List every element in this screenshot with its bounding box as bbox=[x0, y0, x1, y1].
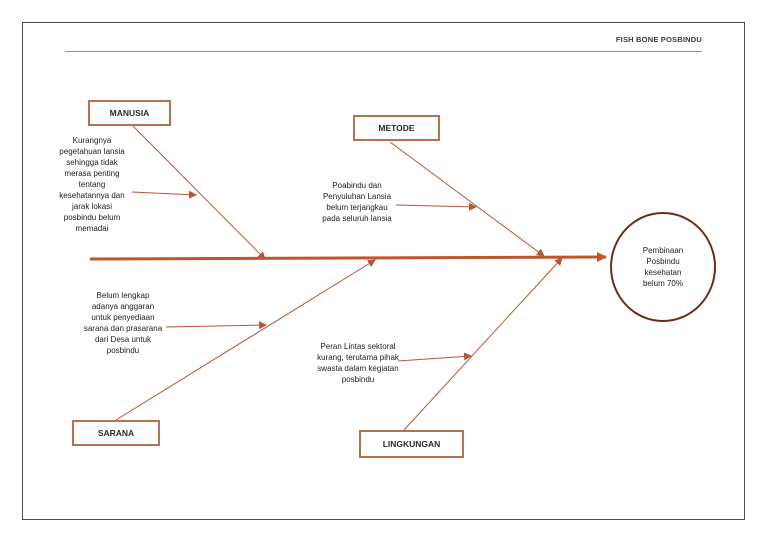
bone-sarana bbox=[115, 259, 376, 421]
spine-arrow bbox=[89, 252, 607, 263]
sub-arrow-manusia bbox=[131, 190, 197, 199]
page-title: FISH BONE POSBINDU bbox=[615, 35, 702, 44]
header-divider bbox=[65, 51, 702, 52]
category-box-manusia: MANUSIA bbox=[88, 100, 171, 126]
category-box-sarana: SARANA bbox=[72, 420, 160, 446]
sub-arrow-metode bbox=[395, 202, 477, 211]
bone-lingkungan bbox=[403, 257, 563, 431]
cause-text-lingkungan: Peran Lintas sektoral kurang, terutama p… bbox=[317, 342, 399, 384]
category-box-lingkungan: LINGKUNGAN bbox=[359, 430, 464, 458]
effect-ellipse: Pembinaan Posbindu kesehatan belum 70% bbox=[610, 212, 716, 322]
cause-text-manusia: Kurangnya pegetahuan lansia sehingga tid… bbox=[59, 136, 125, 233]
page-frame bbox=[22, 22, 745, 520]
cause-text-sarana: Belum lengkap adanya anggaran untuk peny… bbox=[83, 291, 163, 355]
effect-text: Pembinaan Posbindu kesehatan belum 70% bbox=[642, 246, 684, 288]
bone-metode bbox=[389, 141, 545, 257]
bone-manusia bbox=[131, 124, 266, 260]
sub-arrow-sarana bbox=[165, 321, 267, 330]
sub-arrow-lingkungan bbox=[397, 352, 472, 362]
category-box-metode: METODE bbox=[353, 115, 440, 141]
cause-text-metode: Poabindu dan Penyuluhan Lansia belum ter… bbox=[322, 181, 392, 223]
